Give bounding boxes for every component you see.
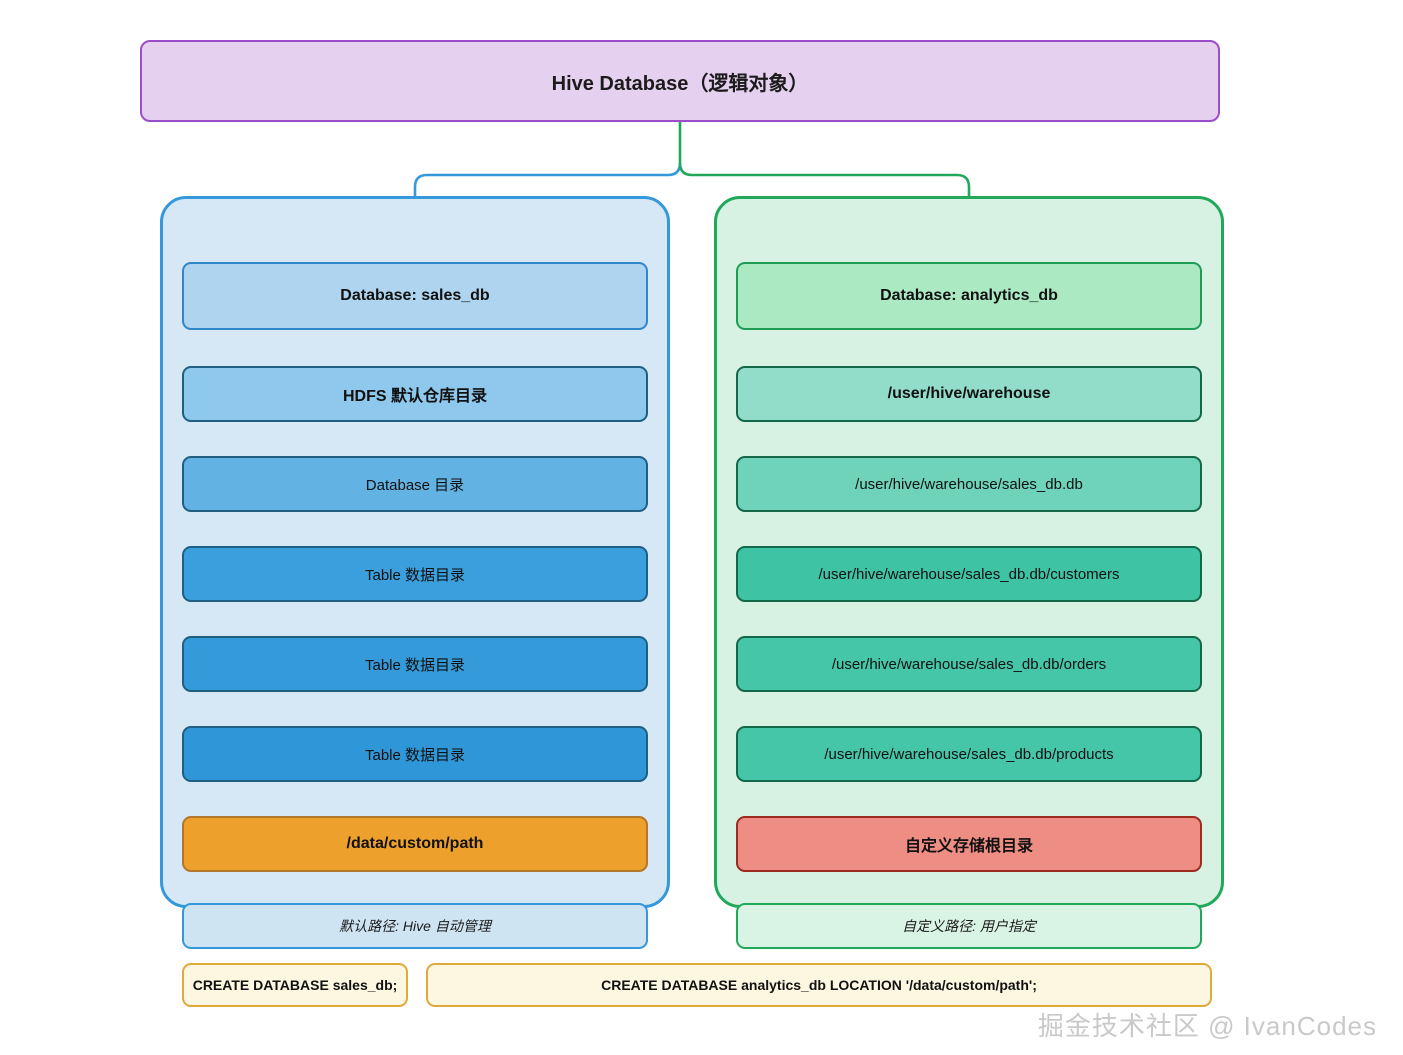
node-default-hdfs-warehouse-dir: HDFS 默认仓库目录: [182, 366, 648, 422]
watermark: 掘金技术社区 @ IvanCodes: [1037, 1011, 1377, 1041]
node-label: /user/hive/warehouse/sales_db.db/product…: [824, 745, 1114, 763]
node-label: Table 数据目录: [364, 566, 466, 584]
node-label: Table 数据目录: [364, 746, 466, 764]
root-node-hive-database: Hive Database（逻辑对象）: [140, 40, 1220, 122]
node-label: Database: sales_db: [340, 287, 490, 304]
node-default-database-dir: Database 目录: [182, 456, 648, 512]
node-custom-orders-dir: /user/hive/warehouse/sales_db.db/orders: [736, 636, 1202, 692]
node-label: /data/custom/path: [346, 835, 484, 852]
node-default-custom-path: /data/custom/path: [182, 816, 648, 872]
node-label: /user/hive/warehouse/sales_db.db: [855, 475, 1083, 493]
node-label: HDFS 默认仓库目录: [342, 388, 487, 405]
node-default-table-dir-1: Table 数据目录: [182, 546, 648, 602]
node-custom-customers-dir: /user/hive/warehouse/sales_db.db/custome…: [736, 546, 1202, 602]
node-custom-user-hive-warehouse: /user/hive/warehouse: [736, 366, 1202, 422]
node-label: Database 目录: [365, 476, 465, 494]
sql-note-create-database-analytics-db: CREATE DATABASE analytics_db LOCATION '/…: [426, 963, 1212, 1007]
root-node-label: Hive Database（逻辑对象）: [551, 72, 809, 95]
caption-default-path: 默认路径: Hive 自动管理: [182, 903, 648, 949]
sql-text: CREATE DATABASE sales_db;: [192, 977, 398, 993]
caption-custom-path: 自定义路径: 用户指定: [736, 903, 1202, 949]
caption-label: 自定义路径: 用户指定: [902, 918, 1036, 934]
sql-text: CREATE DATABASE analytics_db LOCATION '/…: [601, 977, 1037, 993]
node-custom-products-dir: /user/hive/warehouse/sales_db.db/product…: [736, 726, 1202, 782]
node-default-table-dir-3: Table 数据目录: [182, 726, 648, 782]
sql-note-create-database-sales-db: CREATE DATABASE sales_db;: [182, 963, 408, 1007]
node-label: /user/hive/warehouse/sales_db.db/custome…: [818, 565, 1120, 583]
node-custom-database-analytics-db: Database: analytics_db: [736, 262, 1202, 330]
node-label: /user/hive/warehouse/sales_db.db/orders: [831, 655, 1107, 673]
node-label: /user/hive/warehouse: [887, 385, 1051, 402]
node-label: Table 数据目录: [364, 656, 466, 674]
node-default-database-sales-db: Database: sales_db: [182, 262, 648, 330]
node-label: 自定义存储根目录: [904, 838, 1033, 855]
caption-label: 默认路径: Hive 自动管理: [339, 918, 491, 934]
node-custom-sales-db-dir: /user/hive/warehouse/sales_db.db: [736, 456, 1202, 512]
node-custom-storage-root-dir: 自定义存储根目录: [736, 816, 1202, 872]
node-default-table-dir-2: Table 数据目录: [182, 636, 648, 692]
node-label: Database: analytics_db: [880, 287, 1058, 304]
